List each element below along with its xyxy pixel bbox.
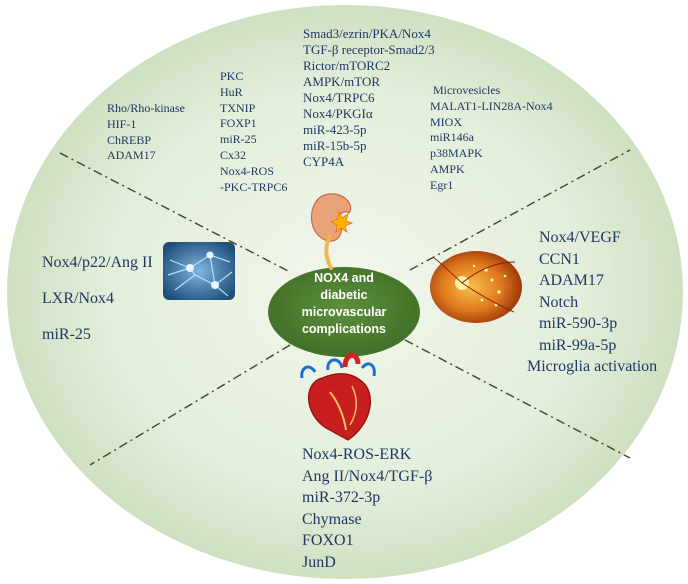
list-item: Chymase	[302, 510, 362, 528]
list-item: PKC	[220, 69, 244, 83]
divider-line-top-right	[409, 149, 631, 271]
list-item: JunD	[302, 553, 336, 571]
list-item: FOXP1	[220, 116, 257, 131]
center-title-line: microvascular	[301, 305, 387, 319]
list-item: p38MAPK	[430, 146, 483, 161]
list-item: Smad3/ezrin/PKA/Nox4	[303, 26, 431, 41]
list-item: Nox4/p22/Ang II	[42, 254, 153, 271]
list-item: Nox4/TRPC6	[303, 90, 375, 105]
kidney-factors-group-3: Smad3/ezrin/PKA/Nox4 TGF-β receptor-Smad…	[303, 26, 435, 170]
list-item: MIOX	[430, 114, 462, 129]
center-oval	[268, 267, 420, 357]
list-item: Rictor/mTORC2	[303, 58, 391, 73]
list-item: HIF-1	[107, 116, 137, 131]
list-item: miR-25	[42, 326, 91, 343]
neuron-icon	[163, 242, 235, 300]
list-item: ChREBP	[107, 132, 152, 147]
list-item: miR-99a-5p	[539, 336, 617, 354]
center-title-line: complications	[301, 322, 387, 336]
kidney-factors-group-2: PKC HuR TXNIP FOXP1 miR-25 Cx32 Nox4-ROS…	[220, 69, 287, 195]
cardiomyopathy-factors-group: Nox4-ROS-ERK Ang II/Nox4/TGF-β miR-372-3…	[302, 444, 432, 573]
list-item: FOXO1	[302, 532, 354, 549]
divider-line-bottom-right	[404, 339, 631, 459]
kidney-factors-group-1: Rho/Rho-kinase HIF-1 ChREBP ADAM17	[107, 101, 185, 164]
list-item: miR-25	[220, 132, 257, 147]
list-item: CCN1	[539, 250, 580, 268]
list-item: miR-423-5p	[303, 122, 367, 137]
center-title-line: NOX4 and	[314, 271, 374, 285]
list-item: Microglia activation	[527, 358, 658, 375]
list-item: Microvesicles	[433, 83, 501, 97]
list-item: miR146a	[430, 130, 474, 145]
retinopathy-factors-group: Nox4/VEGF CCN1 ADAM17 Notch miR-590-3p m…	[527, 227, 657, 378]
neuropathy-factors-group: Nox4/p22/Ang II LXR/Nox4 miR-25	[42, 245, 153, 353]
list-item: Ang II/Nox4/TGF-β	[302, 467, 433, 485]
list-item: Nox4/VEGF	[539, 229, 621, 246]
list-item: TGF-β receptor-Smad2/3	[303, 42, 435, 57]
center-title: NOX4 and diabetic microvascular complica…	[262, 270, 426, 338]
list-item: TXNIP	[220, 100, 256, 115]
list-item: ADAM17	[539, 272, 604, 289]
list-item: miR-590-3p	[539, 315, 618, 332]
list-item: Rho/Rho-kinase	[107, 101, 185, 115]
list-item: LXR/Nox4	[42, 290, 114, 307]
divider-line-bottom-left	[89, 344, 291, 466]
list-item: Notch	[539, 293, 579, 311]
center-title-line: diabetic	[320, 288, 368, 302]
heart-icon	[300, 352, 376, 441]
list-item: AMPK	[430, 161, 465, 176]
list-item: Nox4-ROS-ERK	[302, 446, 412, 463]
list-item: AMPK/mTOR	[303, 74, 381, 89]
list-item: ADAM17	[107, 148, 156, 163]
divider-lines	[59, 149, 631, 466]
list-item: miR-15b-5p	[303, 138, 367, 153]
kidney-factors-group-4: Microvesicles MALAT1-LIN28A-Nox4 MIOX mi…	[430, 83, 553, 194]
list-item: CYP4A	[303, 154, 345, 169]
kidney-icon	[310, 193, 354, 270]
list-item: HuR	[220, 84, 243, 99]
list-item: MALAT1-LIN28A-Nox4	[430, 98, 553, 113]
retina-icon	[430, 251, 522, 323]
list-item: Nox4/PKGIα	[303, 106, 373, 121]
divider-line-top-left	[59, 152, 291, 273]
list-item: Cx32	[220, 147, 247, 162]
list-item: Nox4-ROS	[220, 163, 275, 178]
list-item: -PKC-TRPC6	[220, 179, 288, 194]
list-item: Egr1	[430, 177, 454, 192]
list-item: miR-372-3p	[302, 489, 381, 506]
